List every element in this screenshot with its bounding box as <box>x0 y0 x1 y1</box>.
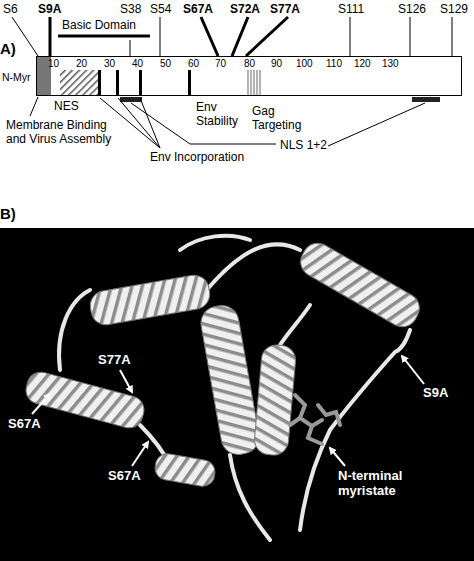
mutation-callout: S9A <box>423 385 448 400</box>
protein-ribbon <box>23 236 425 540</box>
residue-number: 120 <box>354 58 371 69</box>
domain-label: NES <box>54 99 79 113</box>
residue-label: S111 <box>338 2 364 16</box>
residue-number: 40 <box>132 58 143 69</box>
panel-letter: A) <box>0 40 16 57</box>
mutation-label: S77A <box>270 2 300 16</box>
residue-label: S38 <box>120 2 141 16</box>
residue-number: 80 <box>244 58 255 69</box>
domain-label: Env Stability <box>196 100 254 128</box>
residue-label: S54 <box>150 2 171 16</box>
domain-label: Basic Domain <box>62 18 136 32</box>
residue-number: 110 <box>326 58 342 69</box>
domain-label: NLS 1+2 <box>280 138 327 152</box>
mutation-label: S9A <box>38 2 61 16</box>
structure-callout: N-terminal myristate <box>338 468 420 498</box>
residue-label: S6 <box>3 2 18 16</box>
residue-label: S126 <box>398 2 426 16</box>
mutation-callout: S77A <box>98 352 131 367</box>
residue-number: 60 <box>188 58 199 69</box>
residue-number: 30 <box>104 58 115 69</box>
mutation-label: S67A <box>183 2 213 16</box>
callout-arrows <box>32 356 424 466</box>
domain-label: Env Incorporation <box>150 150 244 164</box>
structure-panel <box>0 228 474 561</box>
residue-number: 20 <box>76 58 87 69</box>
domain-label: Membrane Binding and Virus Assembly <box>6 118 124 146</box>
residue-number: 100 <box>296 58 313 69</box>
mutation-callout: S67A <box>8 416 41 431</box>
residue-number: 130 <box>382 58 399 69</box>
residue-number: 70 <box>215 58 226 69</box>
mutation-label: S72A <box>230 2 260 16</box>
residue-label: S129 <box>440 2 468 16</box>
residue-lines <box>12 17 452 56</box>
domain-bar: 10 20 30 40 50 60 70 80 90 100 110 120 130 <box>36 56 462 96</box>
residue-number: 50 <box>160 58 171 69</box>
terminus-label: N-Myr <box>2 70 31 84</box>
domain-label: Gag Targeting <box>252 104 310 132</box>
mutation-callout: S67A <box>108 468 141 483</box>
panel-letter: B) <box>0 205 16 222</box>
residue-number: 90 <box>271 58 282 69</box>
residue-number: 10 <box>48 58 59 69</box>
